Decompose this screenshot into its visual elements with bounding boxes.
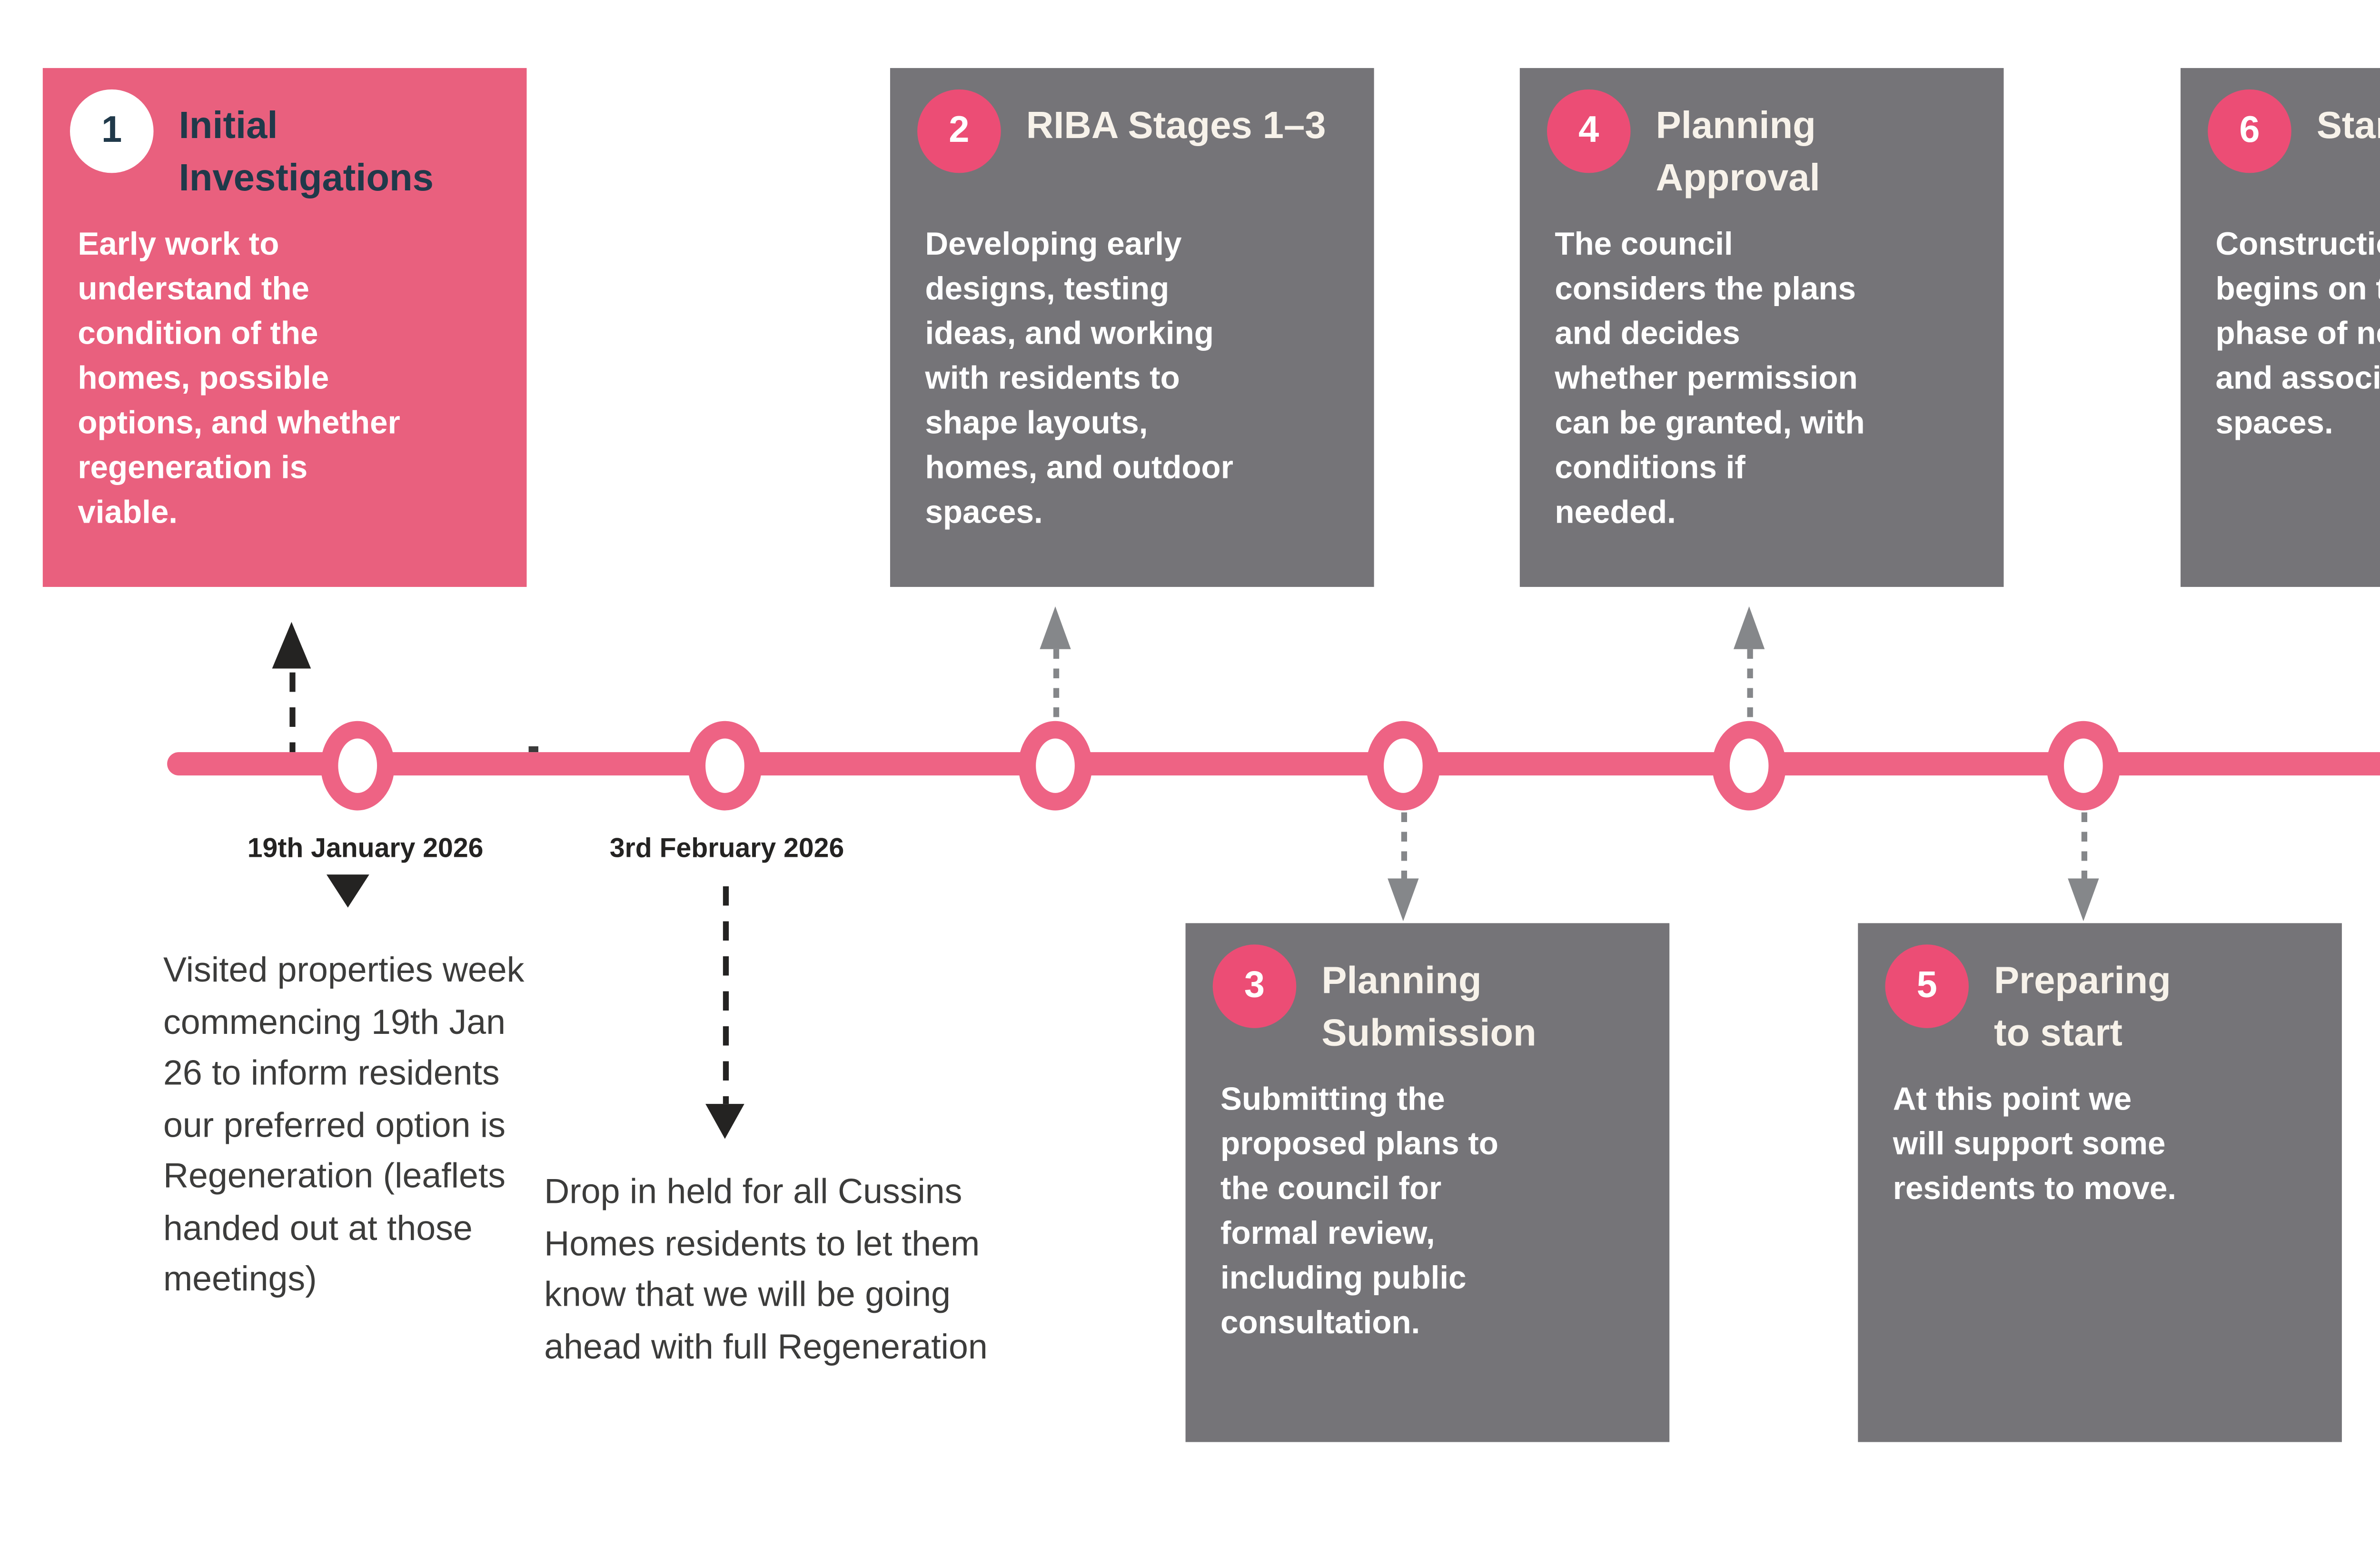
dashed-connector xyxy=(289,672,295,753)
stage-number: 4 xyxy=(1578,109,1599,151)
stage-card-header: 1 Initial Investigations xyxy=(69,89,434,206)
stage-number-badge: 4 xyxy=(1547,89,1631,173)
annotation-date: 19th January 2026 xyxy=(247,832,484,863)
timeline-node-2 xyxy=(688,721,762,811)
stage-number: 5 xyxy=(1916,965,1937,1006)
stage-card-riba-stages: 2 RIBA Stages 1–3 Developing early desig… xyxy=(890,68,1374,587)
stage-card-header: 6 Start on site xyxy=(2208,89,2380,173)
annotation-date: 3rd February 2026 xyxy=(609,832,844,863)
stage-card-header: 2 RIBA Stages 1–3 xyxy=(917,89,1326,173)
stage-number-badge: 6 xyxy=(2208,89,2291,173)
stage-number: 2 xyxy=(949,109,970,151)
arrow-down-icon xyxy=(705,1104,744,1139)
stage-description: The council considers the plans and deci… xyxy=(1555,227,1865,531)
stage-number: 6 xyxy=(2239,109,2260,151)
timeline-node-5 xyxy=(1712,721,1786,811)
arrow-down-icon xyxy=(326,874,369,908)
timeline-tick-mark xyxy=(528,746,538,753)
timeline-node-6 xyxy=(2046,721,2121,811)
timeline-node-4 xyxy=(1366,721,1440,811)
stage-title: Preparing to start xyxy=(1994,960,2171,1056)
stage-number-badge: 2 xyxy=(917,89,1001,173)
stage-title: Start on site xyxy=(2316,105,2380,148)
timeline-node-3 xyxy=(1018,721,1092,811)
dashed-connector xyxy=(1053,649,1059,719)
stage-description: At this point we will support some resid… xyxy=(1893,1082,2177,1207)
stage-number-badge: 1 xyxy=(69,89,154,173)
annotation-text: Drop in held for all Cussins Homes resid… xyxy=(544,1171,988,1366)
arrow-down-icon xyxy=(2068,878,2099,922)
stage-card-header: 3 Planning Submission xyxy=(1212,944,1537,1061)
stage-card-planning-submission: 3 Planning Submission Submitting the pro… xyxy=(1185,923,1670,1442)
stage-description: Submitting the proposed plans to the cou… xyxy=(1220,1082,1498,1341)
stage-number-badge: 5 xyxy=(1885,944,1969,1028)
arrow-up-icon xyxy=(272,622,311,669)
stage-card-initial-investigations: 1 Initial Investigations Early work to u… xyxy=(42,68,527,587)
stage-description: Developing early designs, testing ideas,… xyxy=(925,227,1233,531)
annotation-text: Visited properties week commencing 19th … xyxy=(163,950,525,1299)
dashed-connector xyxy=(1747,649,1752,719)
dashed-connector xyxy=(1401,812,1406,879)
stage-number: 1 xyxy=(101,109,122,151)
stage-title: Planning Approval xyxy=(1656,105,1820,200)
stage-description: Construction begins on the first phase o… xyxy=(2215,227,2380,441)
timeline-bar xyxy=(167,752,2380,776)
stage-number-badge: 3 xyxy=(1212,944,1297,1028)
stage-card-preparing-to-start: 5 Preparing to start At this point we wi… xyxy=(1858,923,2342,1442)
stage-description: Early work to understand the condition o… xyxy=(78,227,400,531)
timeline-node-1 xyxy=(320,721,395,811)
stage-title: Planning Submission xyxy=(1321,960,1537,1056)
stage-number: 3 xyxy=(1244,965,1265,1006)
stage-card-header: 4 Planning Approval xyxy=(1547,89,1820,206)
arrow-up-icon xyxy=(1733,606,1765,649)
stage-card-start-on-site: 6 Start on site Construction begins on t… xyxy=(2181,68,2380,587)
dashed-connector xyxy=(2081,812,2086,879)
dashed-connector xyxy=(723,886,728,1104)
stage-card-planning-approval: 4 Planning Approval The council consider… xyxy=(1519,68,2004,587)
arrow-down-icon xyxy=(1388,878,1419,922)
stage-card-header: 5 Preparing to start xyxy=(1885,944,2171,1061)
stage-title: Initial Investigations xyxy=(178,105,434,200)
stage-title: RIBA Stages 1–3 xyxy=(1026,105,1326,148)
arrow-up-icon xyxy=(1040,606,1071,649)
